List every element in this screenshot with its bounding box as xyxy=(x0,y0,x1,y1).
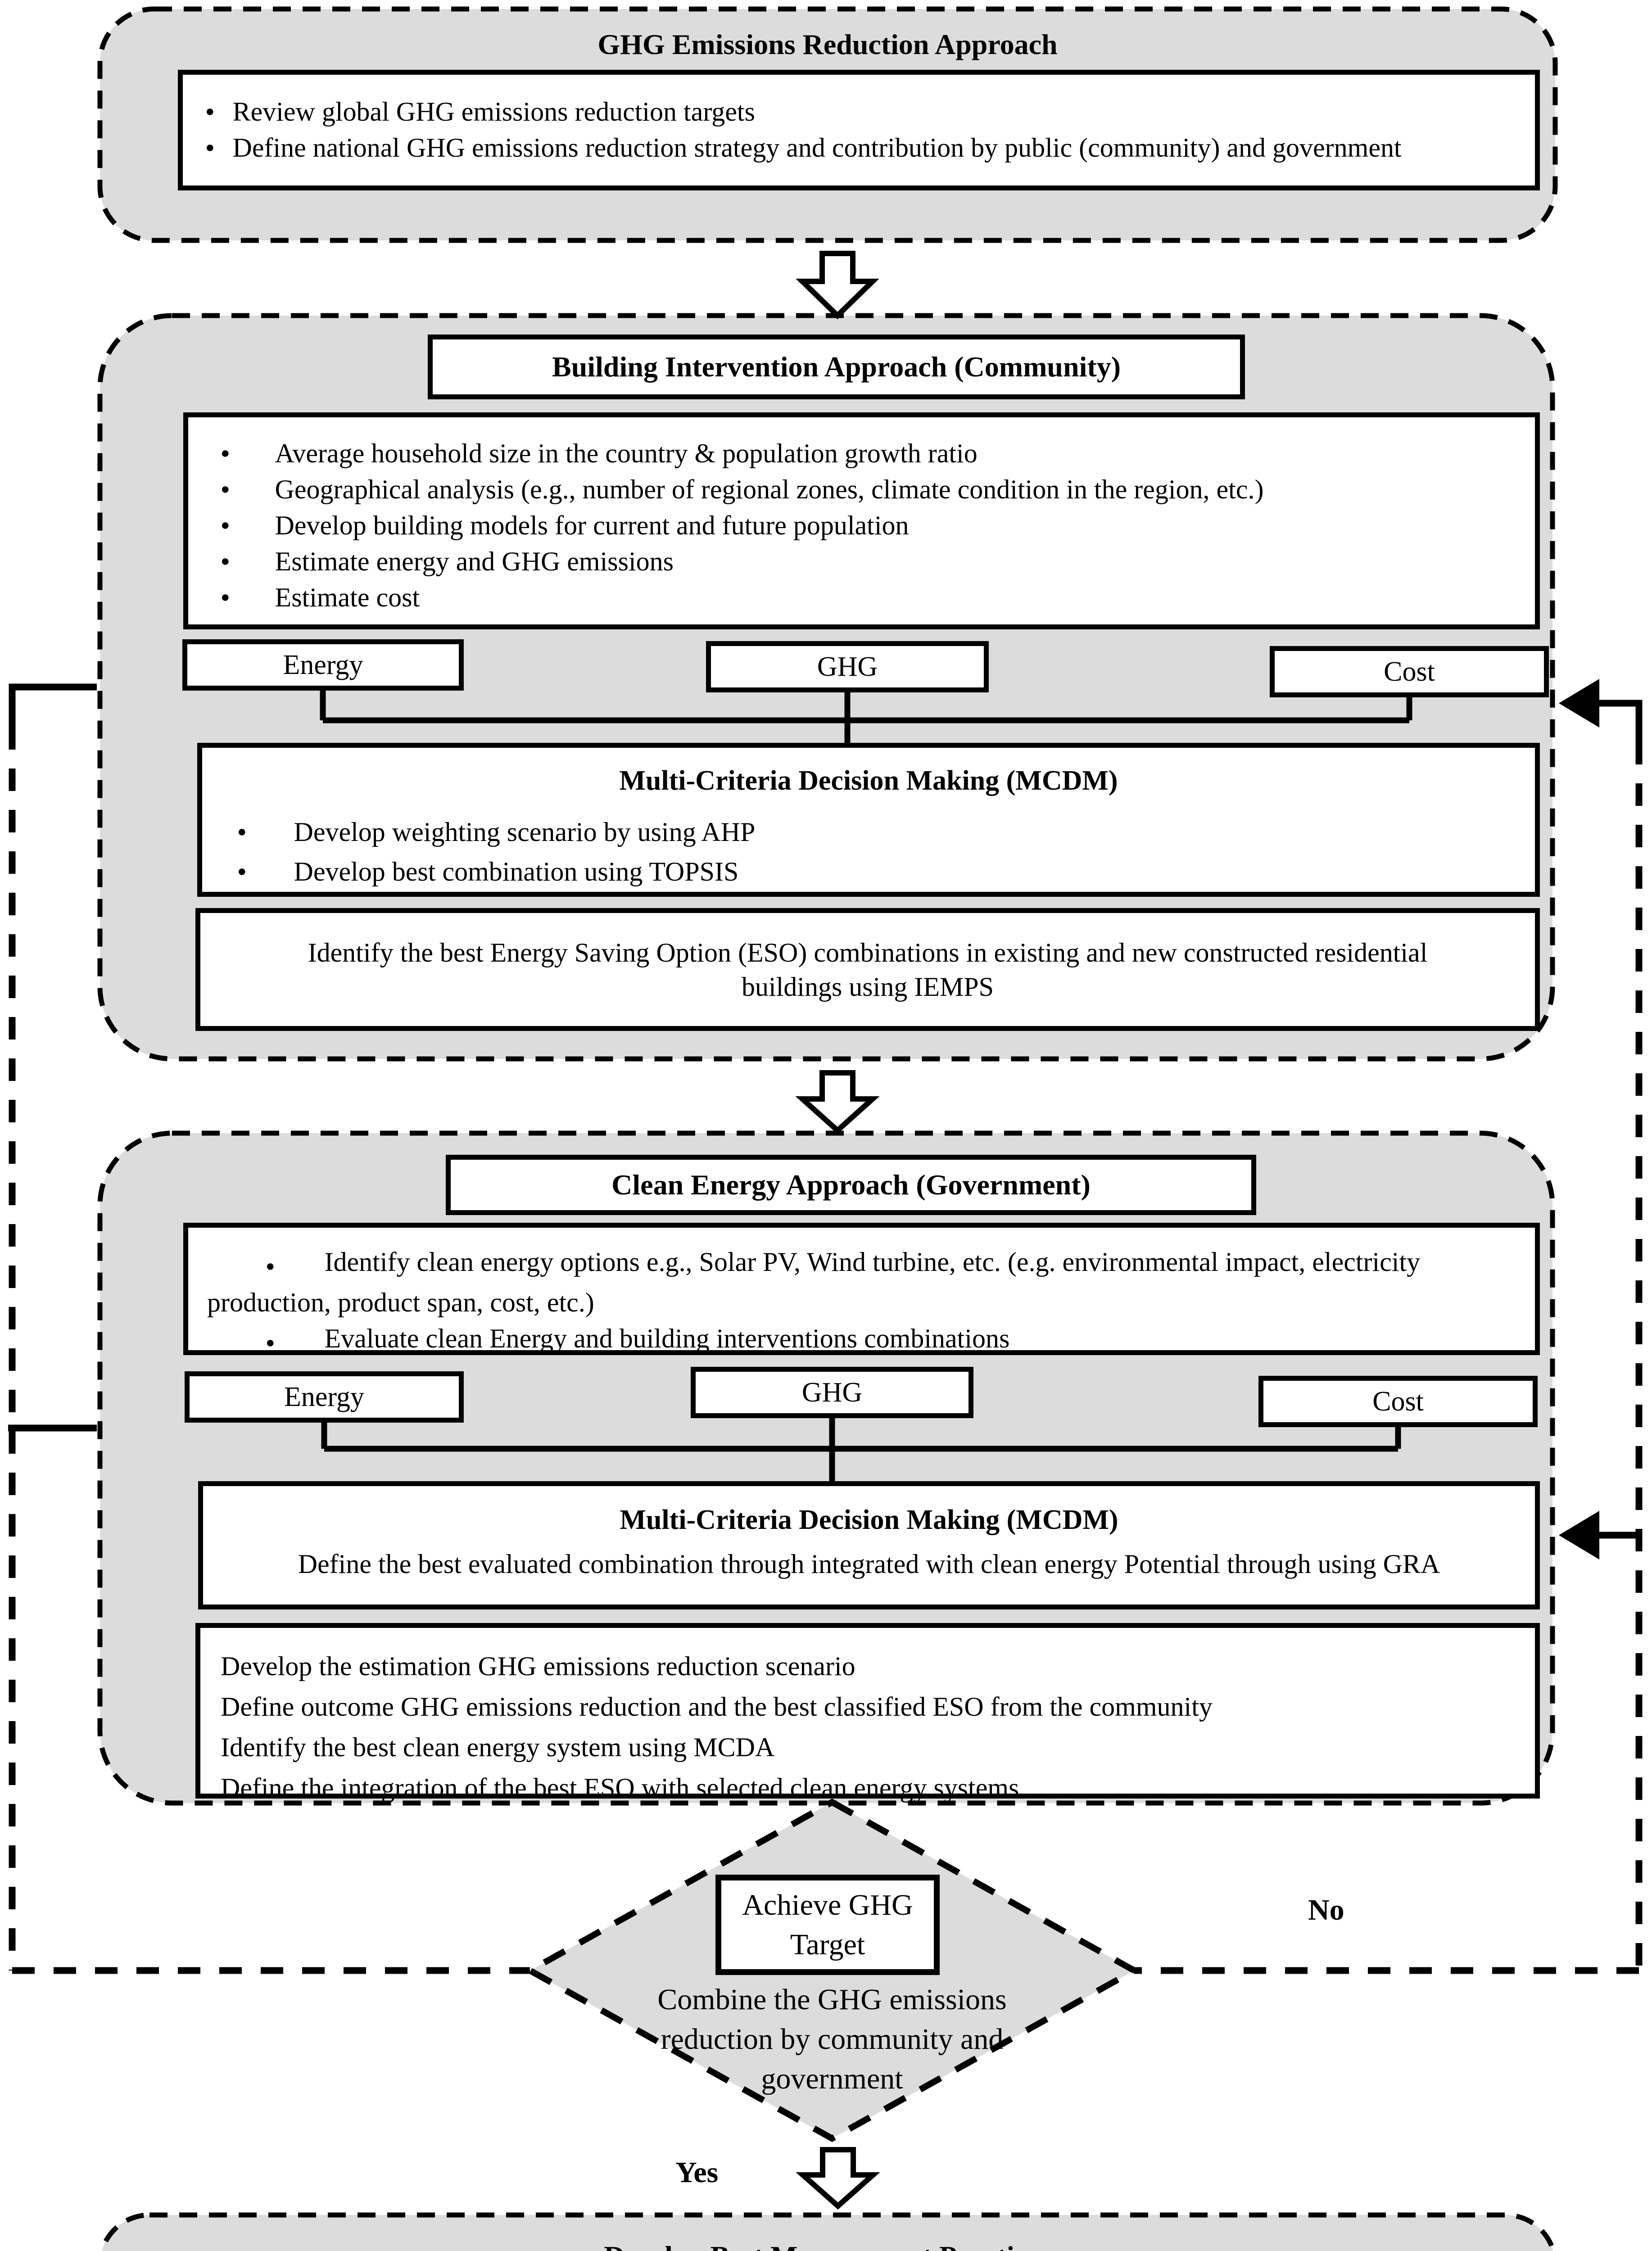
section2-criterion-ghg: GHG xyxy=(706,641,989,692)
list-item: ● Develop building models for current and… xyxy=(221,507,1521,543)
bullet-icon: ● xyxy=(221,553,230,570)
list-item-text: Average household size in the country & … xyxy=(275,438,978,468)
step-line: Define outcome GHG emissions reduction a… xyxy=(221,1692,1213,1722)
list-item: ● Develop weighting scenario by using AHP xyxy=(237,812,1521,852)
bullet-icon: ● xyxy=(237,823,247,840)
list-item: ● Estimate cost xyxy=(221,579,1521,615)
section3-mcdm-text: Define the best evaluated combination th… xyxy=(298,1549,1440,1579)
section3-criterion-energy: Energy xyxy=(185,1371,464,1423)
bullet-icon: ● xyxy=(221,445,230,461)
list-item: ● Estimate energy and GHG emissions xyxy=(221,543,1521,579)
bullet-icon: ● xyxy=(266,1334,275,1351)
flow-arrow-2-icon xyxy=(795,1070,880,1135)
flow-arrow-yes-icon xyxy=(796,2147,880,2210)
criterion-label: Energy xyxy=(284,1381,364,1412)
list-item-text: Estimate cost xyxy=(275,583,420,612)
section1-title: GHG Emissions Reduction Approach xyxy=(597,28,1058,60)
section2-title-box: Building Intervention Approach (Communit… xyxy=(428,334,1245,399)
decision-box-text: Achieve GHG Target xyxy=(742,1888,913,1961)
list-item: ● Geographical analysis (e.g., number of … xyxy=(221,471,1521,507)
section2-connectors xyxy=(320,691,1412,743)
section3-mcdm-box: Multi-Criteria Decision Making (MCDM) De… xyxy=(198,1481,1540,1609)
bullet-icon: ● xyxy=(237,863,247,880)
list-item-text: Develop best combination using TOPSIS xyxy=(294,857,739,886)
section3-bullets-box: ●Identify clean energy options e.g., Sol… xyxy=(183,1223,1540,1355)
section3-criterion-ghg: GHG xyxy=(691,1367,973,1418)
section4-container xyxy=(99,2212,1556,2251)
section2-criterion-energy: Energy xyxy=(182,639,464,691)
step-line: Develop the estimation GHG emissions red… xyxy=(221,1651,855,1681)
list-item-text: Evaluate clean Energy and building inter… xyxy=(324,1324,1010,1353)
bullet-icon: ● xyxy=(221,517,230,533)
section2-eso-text: Identify the best Energy Saving Option (… xyxy=(308,937,1428,1002)
section2-title: Building Intervention Approach (Communit… xyxy=(552,351,1121,383)
criterion-label: GHG xyxy=(817,651,878,682)
section3-criterion-cost: Cost xyxy=(1258,1376,1538,1427)
list-item-text: Define national GHG emissions reduction … xyxy=(232,133,1402,163)
section2-mcdm-box: Multi-Criteria Decision Making (MCDM) ● D… xyxy=(197,743,1540,897)
section3-title: Clean Energy Approach (Government) xyxy=(611,1169,1091,1201)
section3-title-box: Clean Energy Approach (Government) xyxy=(446,1155,1256,1215)
criterion-label: Cost xyxy=(1372,1386,1424,1417)
bullet-icon: ● xyxy=(221,589,230,606)
yes-label: Yes xyxy=(675,2156,719,2189)
bullet-icon: ● xyxy=(205,139,215,156)
feedback-line-left xyxy=(8,683,530,1974)
decision-caption: Combine the GHG emissions reduction by c… xyxy=(657,1983,1007,2095)
list-item-text: Review global GHG emissions reduction ta… xyxy=(232,97,755,127)
section2-mcdm-title: Multi-Criteria Decision Making (MCDM) xyxy=(619,765,1118,796)
list-item-text: Develop building models for current and … xyxy=(275,511,909,540)
step-line: Define the integration of the best ESO w… xyxy=(221,1773,1019,1803)
criterion-label: Energy xyxy=(283,649,363,680)
list-item: ●Identify clean energy options e.g., Sol… xyxy=(207,1244,1517,1320)
section3-connectors xyxy=(321,1418,1401,1481)
bullet-icon: ● xyxy=(221,481,230,497)
bullet-icon: ● xyxy=(205,103,215,120)
section2-criterion-cost: Cost xyxy=(1270,646,1549,697)
step-line: Identify the best clean energy system us… xyxy=(221,1732,775,1762)
feedback-line-right xyxy=(1134,679,1643,1974)
list-item: ● Define national GHG emissions reductio… xyxy=(205,130,1517,166)
criterion-label: GHG xyxy=(801,1377,863,1408)
arrowhead-into-section2-icon xyxy=(1559,679,1599,728)
list-item-text: Identify clean energy options e.g., Sola… xyxy=(207,1247,1421,1317)
no-label: No xyxy=(1308,1894,1344,1926)
criterion-label: Cost xyxy=(1384,656,1435,687)
section1-box: ● Review global GHG emissions reduction … xyxy=(178,70,1540,190)
section2-bullets-box: ● Average household size in the country &… xyxy=(183,412,1540,629)
list-item: ● Review global GHG emissions reduction … xyxy=(205,94,1517,130)
list-item-text: Geographical analysis (e.g., number of r… xyxy=(275,475,1264,504)
section3-mcdm-title: Multi-Criteria Decision Making (MCDM) xyxy=(620,1505,1118,1535)
list-item: ● Average household size in the country &… xyxy=(221,435,1521,471)
list-item-text: Develop weighting scenario by using AHP xyxy=(294,817,756,847)
list-item: ● Develop best combination using TOPSIS xyxy=(237,852,1521,891)
bullet-icon: ● xyxy=(266,1258,275,1275)
list-item: ● Evaluate clean Energy and building inte… xyxy=(207,1320,1517,1361)
arrowhead-into-section3-icon xyxy=(1559,1511,1599,1559)
section3-steps-box: Develop the estimation GHG emissions red… xyxy=(195,1623,1540,1803)
decision-box: Achieve GHG Target xyxy=(715,1875,940,1975)
list-item-text: Estimate energy and GHG emissions xyxy=(275,547,674,576)
section4-title: Develop Best Management Practices xyxy=(100,2240,1555,2251)
flow-arrow-1-icon xyxy=(796,251,879,320)
section2-eso-box: Identify the best Energy Saving Option (… xyxy=(195,908,1540,1031)
